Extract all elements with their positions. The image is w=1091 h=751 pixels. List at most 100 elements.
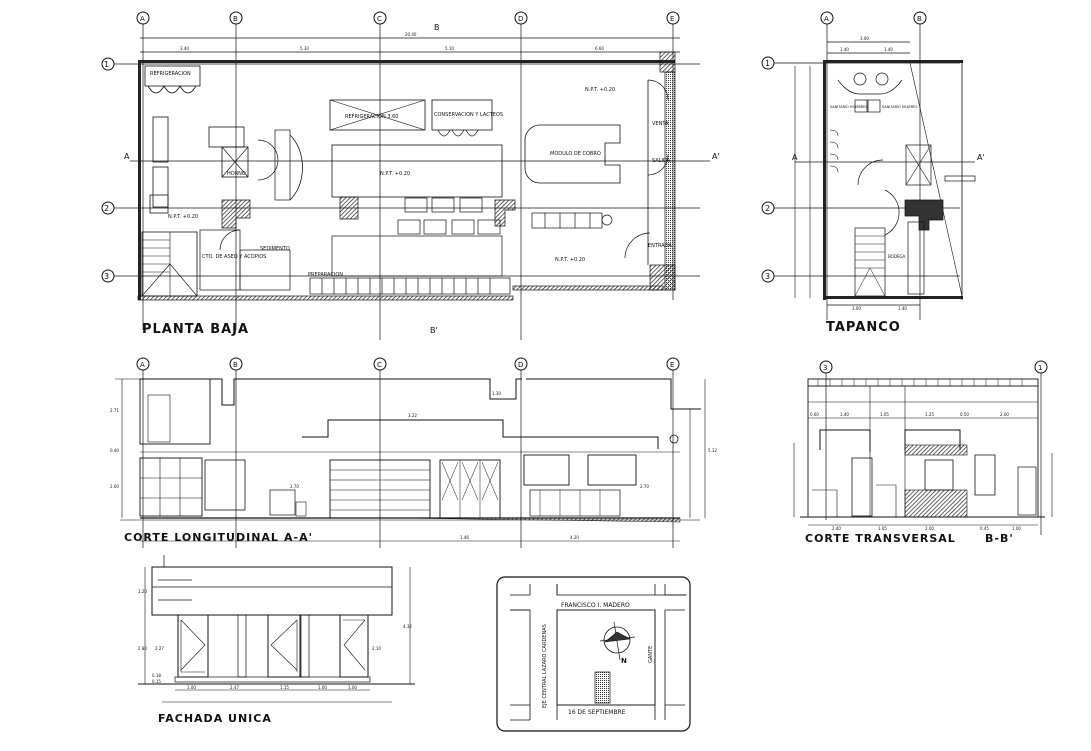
svg-text:3: 3 xyxy=(104,272,109,281)
svg-text:1.30: 1.30 xyxy=(492,391,501,396)
svg-text:VENTA: VENTA xyxy=(652,121,669,127)
svg-text:0.40: 0.40 xyxy=(110,448,119,453)
svg-text:C: C xyxy=(377,15,382,23)
svg-text:1.46: 1.46 xyxy=(460,535,469,540)
svg-text:1.00: 1.00 xyxy=(187,685,196,690)
svg-text:0.45: 0.45 xyxy=(980,526,989,531)
north-arrow-icon xyxy=(604,631,631,643)
planta-baja xyxy=(101,11,710,340)
corte-transversal-labels: 3 1 0.60 1.40 1.05 1.25 0.50 2.00 2.40 1… xyxy=(805,364,1042,545)
svg-text:3: 3 xyxy=(823,364,827,372)
svg-text:A: A xyxy=(824,15,829,23)
planta-baja-title: PLANTA BAJA xyxy=(142,322,249,337)
svg-text:2.70: 2.70 xyxy=(290,484,299,489)
svg-text:2.60: 2.60 xyxy=(110,484,119,489)
fachada-unica xyxy=(138,555,415,703)
svg-text:SANITARIO HOMBRES: SANITARIO HOMBRES xyxy=(830,105,868,109)
svg-text:B: B xyxy=(434,23,440,32)
svg-text:0.60: 0.60 xyxy=(810,412,819,417)
corte-transversal-section: B-B' xyxy=(985,532,1014,545)
svg-text:2.47: 2.47 xyxy=(230,685,239,690)
tapanco-labels: A B 1 2 3 A A' 3.00 1.40 1.40 3.00 1.40 … xyxy=(765,15,985,335)
svg-text:N.P.T. +0.20: N.P.T. +0.20 xyxy=(380,171,410,177)
svg-text:4.20: 4.20 xyxy=(570,535,579,540)
svg-text:1.00: 1.00 xyxy=(1012,526,1021,531)
svg-text:CONSERVACION Y LACTEOS: CONSERVACION Y LACTEOS xyxy=(434,112,503,118)
corte-longitudinal xyxy=(115,357,706,548)
svg-text:SANITARIO MUJERES: SANITARIO MUJERES xyxy=(882,105,918,109)
svg-text:CTO. DE ASEO Y ACOPIOS: CTO. DE ASEO Y ACOPIOS xyxy=(202,254,266,260)
corte-longitudinal-labels: A B C D E 2.71 0.40 2.60 5.12 3.22 1.30 … xyxy=(110,361,717,544)
svg-text:1.20: 1.20 xyxy=(138,589,147,594)
svg-text:0.18: 0.18 xyxy=(152,673,161,678)
corte-transversal xyxy=(793,360,1053,535)
svg-text:1: 1 xyxy=(104,60,109,69)
svg-text:2.00: 2.00 xyxy=(925,526,934,531)
svg-text:3.00: 3.00 xyxy=(860,36,869,41)
svg-text:2.80: 2.80 xyxy=(138,646,147,651)
corte-longitudinal-section: A-A' xyxy=(284,531,313,544)
svg-text:2.71: 2.71 xyxy=(110,408,119,413)
svg-text:1: 1 xyxy=(1038,364,1042,372)
svg-text:1: 1 xyxy=(765,59,770,68)
svg-text:20.40: 20.40 xyxy=(405,32,417,37)
svg-text:EJE CENTRAL LAZARO CARDENAS: EJE CENTRAL LAZARO CARDENAS xyxy=(542,624,548,708)
svg-text:B: B xyxy=(233,361,238,369)
svg-text:2.00: 2.00 xyxy=(1000,412,1009,417)
svg-text:HORNO: HORNO xyxy=(227,171,246,177)
svg-text:16 DE SEPTIEMBRE: 16 DE SEPTIEMBRE xyxy=(568,709,626,716)
svg-text:1.00: 1.00 xyxy=(318,685,327,690)
location-map-labels: FRANCISCO I. MADERO 16 DE SEPTIEMBRE EJE… xyxy=(542,602,654,716)
svg-text:A: A xyxy=(124,152,130,161)
corte-longitudinal-title: CORTE LONGITUDINAL xyxy=(124,531,279,544)
grid-bubbles-rows xyxy=(101,57,710,283)
svg-text:0.50: 0.50 xyxy=(960,412,969,417)
svg-text:REFRIGERACION 3.60: REFRIGERACION 3.60 xyxy=(345,114,398,120)
svg-text:0.15: 0.15 xyxy=(152,679,161,684)
svg-text:3: 3 xyxy=(765,272,770,281)
svg-text:ENTRADA: ENTRADA xyxy=(648,243,672,249)
svg-text:B: B xyxy=(917,15,922,23)
svg-text:PREPARACION: PREPARACION xyxy=(308,272,343,278)
svg-text:A': A' xyxy=(977,153,985,162)
svg-text:GANTE: GANTE xyxy=(648,646,654,663)
svg-text:2.70: 2.70 xyxy=(640,484,649,489)
svg-text:3.40: 3.40 xyxy=(180,46,189,51)
svg-text:2: 2 xyxy=(765,204,770,213)
svg-text:B': B' xyxy=(430,326,438,335)
svg-text:N.P.T. +0.20: N.P.T. +0.20 xyxy=(555,257,585,263)
svg-text:3.22: 3.22 xyxy=(408,413,417,418)
location-map xyxy=(496,576,691,732)
svg-text:1.05: 1.05 xyxy=(878,526,887,531)
svg-text:FRANCISCO I. MADERO: FRANCISCO I. MADERO xyxy=(561,602,630,609)
svg-text:1.40: 1.40 xyxy=(840,47,849,52)
svg-text:B: B xyxy=(233,15,238,23)
svg-text:2.40: 2.40 xyxy=(832,526,841,531)
svg-text:D: D xyxy=(518,15,523,23)
tapanco xyxy=(761,11,976,320)
planta-baja-labels: 1 2 3 A B C D E A A' B B' 20.40 3.40 5.3… xyxy=(104,15,720,337)
svg-text:N.P.T. +0.20: N.P.T. +0.20 xyxy=(168,214,198,220)
svg-text:3.00: 3.00 xyxy=(852,306,861,311)
svg-text:5.10: 5.10 xyxy=(445,46,454,51)
svg-text:A': A' xyxy=(712,152,720,161)
svg-text:A: A xyxy=(792,153,798,162)
svg-text:N.P.T. +0.20: N.P.T. +0.20 xyxy=(585,87,615,93)
svg-text:C: C xyxy=(377,361,382,369)
svg-text:A: A xyxy=(140,15,145,23)
svg-text:1.40: 1.40 xyxy=(840,412,849,417)
svg-text:4.32: 4.32 xyxy=(403,624,412,629)
svg-text:5.12: 5.12 xyxy=(708,448,717,453)
tapanco-title: TAPANCO xyxy=(826,320,901,335)
svg-text:1.00: 1.00 xyxy=(348,685,357,690)
svg-text:2.10: 2.10 xyxy=(372,646,381,651)
svg-text:A: A xyxy=(140,361,145,369)
svg-text:MODULO DE COBRO: MODULO DE COBRO xyxy=(550,151,601,157)
svg-text:5.30: 5.30 xyxy=(300,46,309,51)
svg-text:E: E xyxy=(670,361,674,369)
svg-text:2.27: 2.27 xyxy=(155,646,164,651)
svg-text:BODEGA: BODEGA xyxy=(888,254,906,259)
site-lot-marker xyxy=(594,671,611,704)
svg-text:6.60: 6.60 xyxy=(595,46,604,51)
svg-text:SEDIMENTO: SEDIMENTO xyxy=(260,246,290,252)
